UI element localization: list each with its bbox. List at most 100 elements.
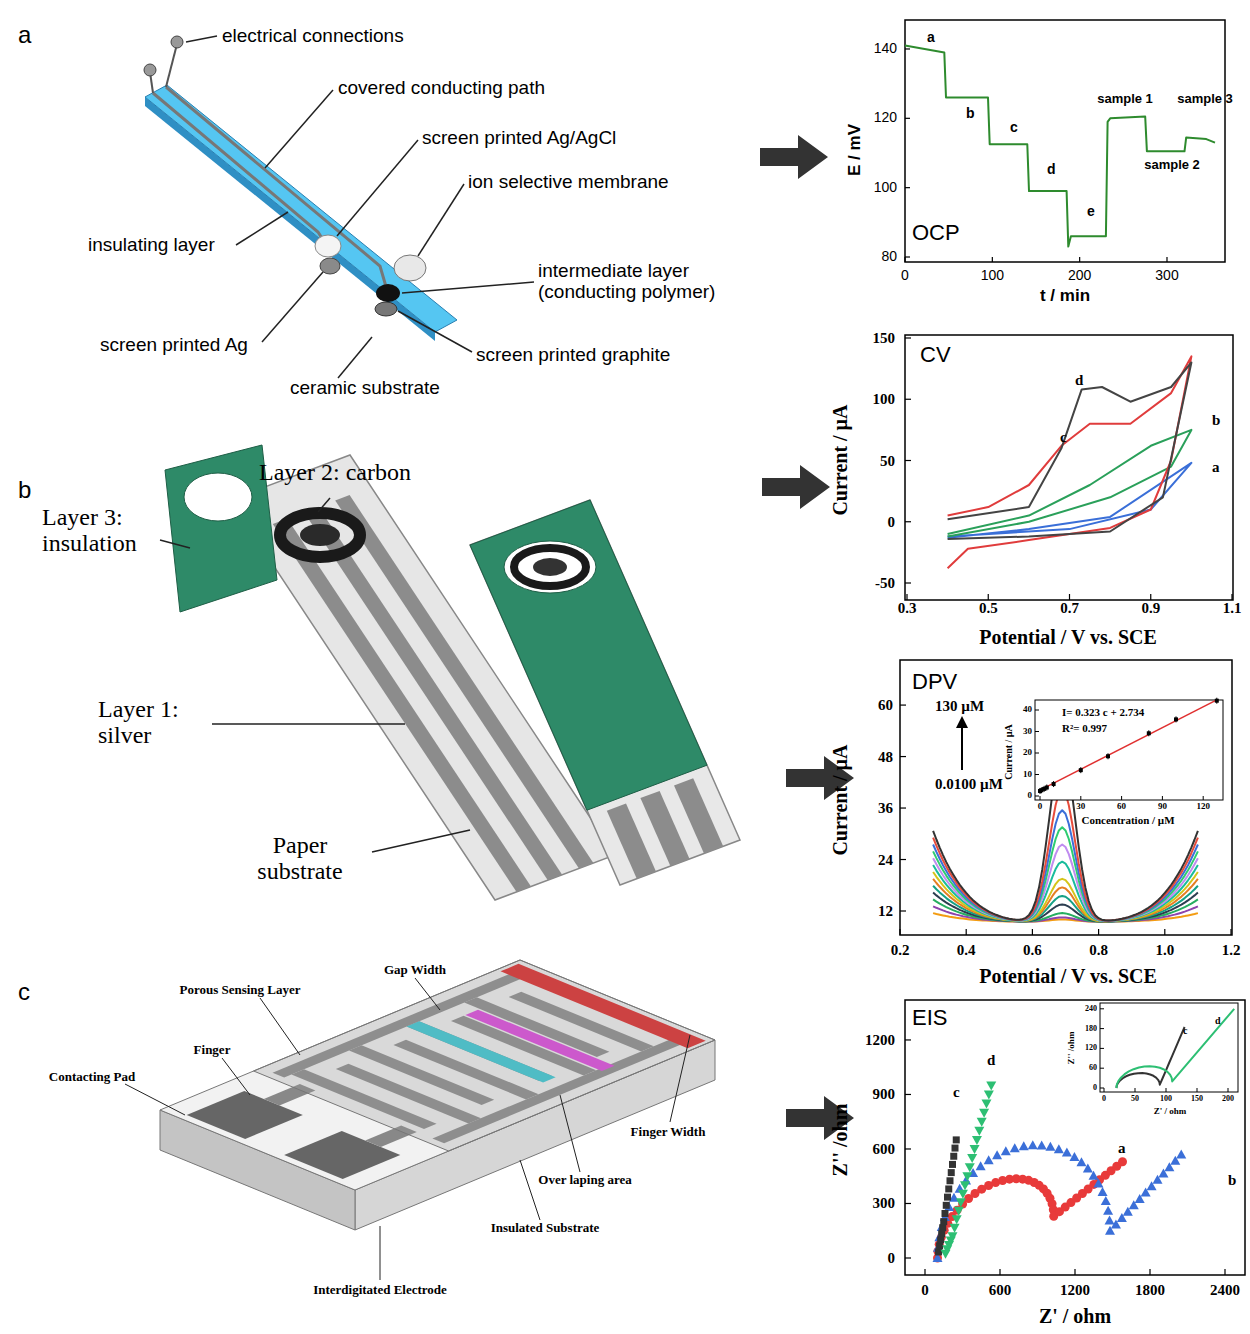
- tick-label: 1200: [1060, 1282, 1090, 1299]
- tick-label: 10: [1023, 770, 1032, 780]
- label: electrical connections: [222, 26, 404, 47]
- tick: [1069, 594, 1070, 600]
- tick-label: 2400: [1210, 1282, 1240, 1299]
- tick-label: 0: [1028, 791, 1033, 801]
- data-point: [952, 1145, 959, 1152]
- tick-label: 150: [1191, 1095, 1203, 1104]
- pin: [166, 44, 177, 87]
- curve-label: d: [1215, 1015, 1221, 1026]
- tick: [1100, 1028, 1104, 1029]
- data-point: [974, 1127, 984, 1136]
- data-point: [945, 1185, 952, 1192]
- data-point: [950, 1153, 957, 1160]
- data-point: [962, 1172, 972, 1181]
- tick: [1035, 731, 1039, 732]
- curve-label: sample 1: [1097, 92, 1153, 106]
- tick-label: 0.8: [1089, 942, 1108, 959]
- tick-label: 36: [878, 800, 893, 817]
- tick-label: 0.7: [1060, 600, 1079, 617]
- agcl-electrode: [315, 235, 341, 257]
- concentration-label: 130 µM: [935, 698, 984, 715]
- trend-arrow: [961, 724, 963, 770]
- tick-label: 60: [878, 697, 893, 714]
- chart-name: EIS: [912, 1006, 947, 1030]
- tick: [905, 399, 911, 400]
- inset-frame: [1100, 1003, 1238, 1092]
- data-point: [967, 1154, 977, 1163]
- tick-label: 150: [873, 330, 896, 347]
- tick-label: 50: [1131, 1095, 1139, 1104]
- tick-label: 1.2: [1222, 942, 1241, 959]
- data-point: [1045, 1142, 1055, 1151]
- tick: [905, 118, 910, 119]
- panel-letter: c: [18, 979, 30, 1005]
- curve-label: c: [1010, 120, 1018, 135]
- tick-label: -50: [875, 575, 895, 592]
- label: Paper substrate: [230, 832, 370, 885]
- data-curve: [933, 845, 1198, 921]
- tick-label: 300: [1155, 268, 1178, 283]
- data-point: [1106, 754, 1110, 758]
- tick: [1035, 774, 1039, 775]
- data-curve: [948, 363, 1192, 539]
- data-point: [981, 1100, 991, 1109]
- curve-label: b: [1212, 412, 1220, 429]
- tick: [924, 1269, 925, 1275]
- tick: [1224, 1269, 1225, 1275]
- label: Interdigitated Electrode: [313, 1283, 447, 1297]
- tick: [1040, 796, 1041, 800]
- tick-label: 600: [873, 1141, 896, 1158]
- label: screen printed Ag/AgCl: [422, 128, 616, 149]
- label: intermediate layer (conducting polymer): [538, 261, 778, 303]
- tick: [905, 1257, 911, 1258]
- data-point: [1103, 1206, 1113, 1215]
- leader-lines: [125, 978, 690, 1280]
- chart-name: DPV: [912, 670, 957, 694]
- label: Layer 1: silver: [98, 696, 210, 749]
- curve-label: c: [1183, 1025, 1187, 1036]
- curve-label: a: [1212, 459, 1220, 476]
- tick: [905, 187, 910, 188]
- data-point: [1079, 768, 1083, 772]
- plot-frame: [905, 20, 1225, 262]
- data-curve: [948, 430, 1192, 537]
- data-point: [1062, 1148, 1072, 1157]
- tick-label: 20: [1023, 748, 1032, 758]
- curve-label: d: [1047, 162, 1056, 177]
- data-curve: [948, 356, 1192, 568]
- ag-electrode: [320, 258, 340, 274]
- data-point: [1089, 1171, 1099, 1180]
- tick-label: 0: [1102, 1095, 1106, 1104]
- tick-label: 200: [1068, 268, 1091, 283]
- tick: [905, 582, 911, 583]
- tick-label: 0.5: [979, 600, 998, 617]
- data-point: [1093, 1179, 1103, 1188]
- carbon-disc: [300, 524, 340, 546]
- tick: [905, 1039, 911, 1040]
- data-point: [942, 1210, 949, 1217]
- chart-name: OCP: [912, 221, 960, 245]
- data-point: [992, 1150, 1002, 1159]
- label: screen printed Ag: [100, 335, 248, 356]
- tick: [1104, 1088, 1105, 1092]
- electrode-top: [160, 960, 715, 1190]
- data-point: [1076, 1157, 1086, 1166]
- tick: [905, 256, 910, 257]
- tick: [1032, 929, 1033, 935]
- axis-title: Potential / V vs. SCE: [979, 965, 1157, 987]
- tick-label: 0: [901, 268, 909, 283]
- axis-title: Current / µA: [829, 744, 851, 855]
- data-point: [1054, 1144, 1064, 1153]
- data-point: [1174, 717, 1178, 721]
- flow-arrows: [760, 135, 854, 1140]
- tick-label: 24: [878, 851, 893, 868]
- label: insulating layer: [88, 235, 215, 256]
- tick-label: 1200: [865, 1032, 895, 1049]
- fit-equation: I= 0.323 c + 2.734: [1062, 706, 1144, 718]
- pin-ball: [171, 36, 183, 48]
- plot-frame: [900, 660, 1232, 935]
- conducting-polymer: [376, 284, 400, 302]
- tick: [906, 594, 907, 600]
- label: Finger Width: [631, 1125, 706, 1139]
- axis-title: t / min: [1040, 287, 1090, 306]
